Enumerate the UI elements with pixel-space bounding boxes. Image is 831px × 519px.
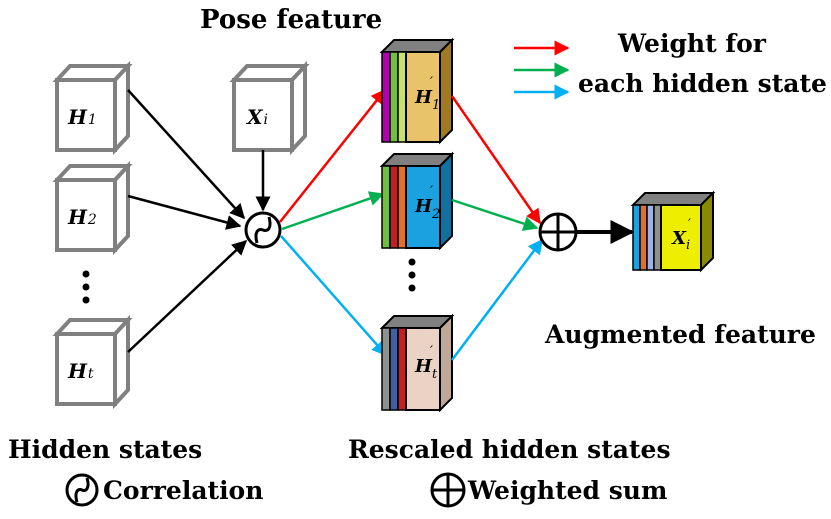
blue-arrow-to-sum (451, 238, 543, 361)
arrow-h1-to-correlation (127, 89, 246, 220)
legend-line-1: Weight for (617, 29, 767, 58)
pose-feature-label: Pose feature (200, 5, 382, 35)
correlation-legend: Correlation (65, 473, 263, 507)
green-arrow-to-h2-prime (281, 191, 385, 231)
hidden-state-box-1: H1 (52, 60, 133, 156)
red-arrow-to-h1-prime (279, 88, 386, 223)
legend-line-2: each hidden state (578, 69, 827, 98)
svg-text:Ht: Ht (67, 359, 94, 383)
svg-text:H1: H1 (414, 87, 440, 113)
svg-text:H1: H1 (67, 105, 97, 129)
svg-text:′: ′ (430, 184, 433, 199)
hidden-state-box-t: Ht (52, 314, 133, 410)
augmented-feature-label: Augmented feature (544, 320, 816, 349)
svg-text:′: ′ (688, 217, 691, 232)
weighted-sum-node (538, 212, 578, 252)
weighted-sum-legend: Weighted sum (430, 472, 667, 508)
svg-text:′: ′ (430, 75, 433, 90)
blue-arrow-to-ht-prime (280, 235, 387, 357)
svg-text:Ht: Ht (414, 356, 438, 382)
correlation-node (244, 211, 282, 249)
svg-text:′: ′ (430, 344, 433, 359)
vertical-ellipsis-middle (408, 258, 416, 292)
rescaled-box-t: Ht ′ (379, 313, 455, 413)
augmented-feature-box: Xi ′ (630, 190, 716, 273)
svg-text:H2: H2 (414, 196, 440, 222)
svg-text:Xi: Xi (245, 105, 268, 129)
legend: Weight for each hidden state (514, 29, 827, 100)
arrow-h2-to-correlation (127, 194, 242, 230)
hidden-states-label: Hidden states (8, 435, 202, 464)
rescaled-hidden-states-label: Rescaled hidden states (348, 435, 671, 464)
green-arrow-to-sum (451, 198, 539, 231)
rescaled-box-1: H1 ′ (379, 37, 455, 145)
pose-feature-box: Xi (229, 60, 310, 156)
vertical-ellipsis-left (82, 270, 90, 304)
rescaled-box-2: H2 ′ (379, 151, 455, 251)
svg-text:Xi: Xi (671, 228, 690, 253)
hidden-state-box-2: H2 (52, 160, 133, 256)
correlation-label: Correlation (103, 476, 263, 505)
red-arrow-to-sum (450, 95, 542, 225)
weighted-sum-label: Weighted sum (467, 476, 667, 505)
arrow-ht-to-correlation (127, 239, 248, 353)
svg-text:H2: H2 (67, 205, 97, 229)
